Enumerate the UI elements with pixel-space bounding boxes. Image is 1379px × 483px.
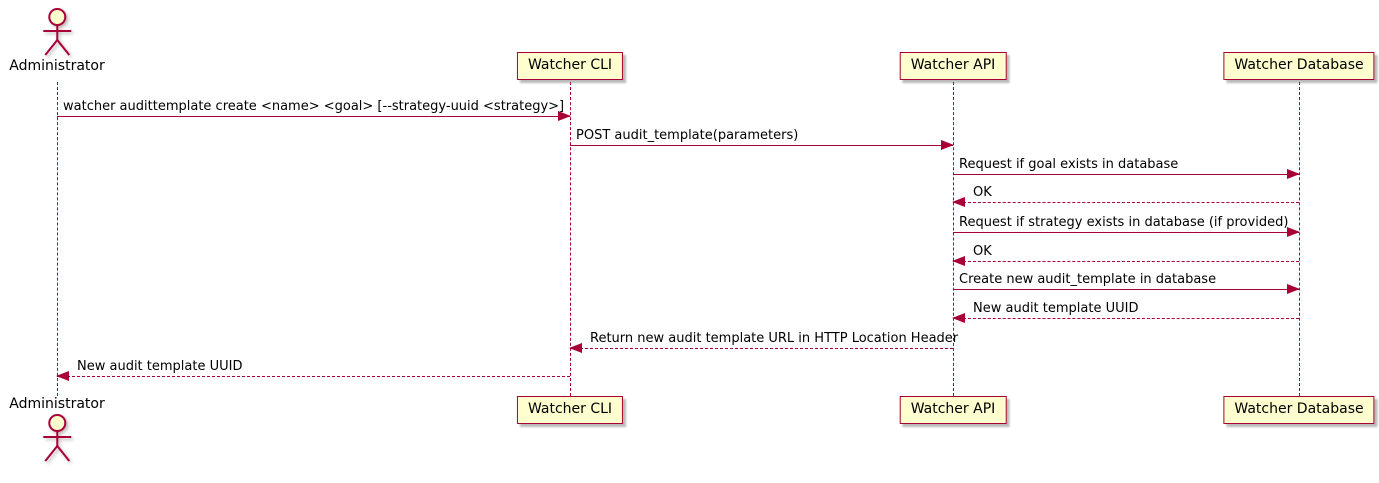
message-label: Request if strategy exists in database (…	[959, 215, 1289, 230]
message-arrow	[952, 312, 1299, 323]
message-label: POST audit_template(parameters)	[576, 128, 799, 143]
arrowhead-icon	[1287, 226, 1300, 237]
arrowhead-icon	[952, 312, 965, 323]
lifeline-watcher-cli	[570, 82, 571, 396]
message-arrow	[953, 226, 1300, 237]
actor-figure-icon	[43, 414, 71, 462]
message-5: Request if strategy exists in database (…	[953, 215, 1300, 237]
lifeline-administrator	[57, 82, 58, 396]
arrowhead-icon	[1287, 283, 1300, 294]
participant-watcher-api-top: Watcher API	[899, 52, 1007, 80]
participant-watcher-api-bottom: Watcher API	[899, 396, 1007, 424]
message-arrow	[57, 110, 571, 121]
participant-watcher-cli-top: Watcher CLI	[516, 52, 624, 80]
arrowhead-icon	[56, 370, 69, 381]
arrowhead-icon	[569, 342, 582, 353]
message-label: watcher audittemplate create <name> <goa…	[63, 99, 565, 114]
message-10: New audit template UUID	[56, 359, 570, 381]
actor-label: Administrator	[9, 58, 105, 74]
message-label: OK	[973, 185, 992, 200]
message-9: Return new audit template URL in HTTP Lo…	[569, 331, 959, 353]
arrowhead-icon	[1287, 168, 1300, 179]
message-arrow	[952, 255, 1299, 266]
lifeline-watcher-api	[953, 82, 954, 396]
message-label: Return new audit template URL in HTTP Lo…	[590, 331, 959, 346]
message-6: OK	[952, 244, 1299, 266]
actor-label: Administrator	[9, 396, 105, 412]
message-arrow	[953, 283, 1300, 294]
message-arrow	[570, 139, 954, 150]
message-arrow	[56, 370, 570, 381]
message-3: Request if goal exists in database	[953, 157, 1300, 179]
message-label: New audit template UUID	[77, 359, 243, 374]
message-7: Create new audit_template in database	[953, 272, 1300, 294]
participant-watcher-database-top: Watcher Database	[1223, 52, 1375, 80]
participant-watcher-database-bottom: Watcher Database	[1223, 396, 1375, 424]
message-2: POST audit_template(parameters)	[570, 128, 954, 150]
message-label: New audit template UUID	[973, 301, 1139, 316]
message-label: OK	[973, 244, 992, 259]
arrowhead-icon	[941, 139, 954, 150]
message-8: New audit template UUID	[952, 301, 1299, 323]
actor-administrator-top: Administrator	[9, 6, 105, 74]
message-arrow	[952, 196, 1299, 207]
message-arrow	[569, 342, 953, 353]
arrowhead-icon	[558, 110, 571, 121]
arrowhead-icon	[952, 196, 965, 207]
message-1: watcher audittemplate create <name> <goa…	[57, 99, 571, 121]
message-label: Create new audit_template in database	[959, 272, 1217, 287]
actor-administrator-bottom: Administrator	[9, 396, 105, 464]
participant-watcher-cli-bottom: Watcher CLI	[516, 396, 624, 424]
arrowhead-icon	[952, 255, 965, 266]
message-label: Request if goal exists in database	[959, 157, 1179, 172]
actor-figure-icon	[43, 8, 71, 56]
lifeline-watcher-database	[1299, 82, 1300, 396]
message-4: OK	[952, 185, 1299, 207]
message-arrow	[953, 168, 1300, 179]
